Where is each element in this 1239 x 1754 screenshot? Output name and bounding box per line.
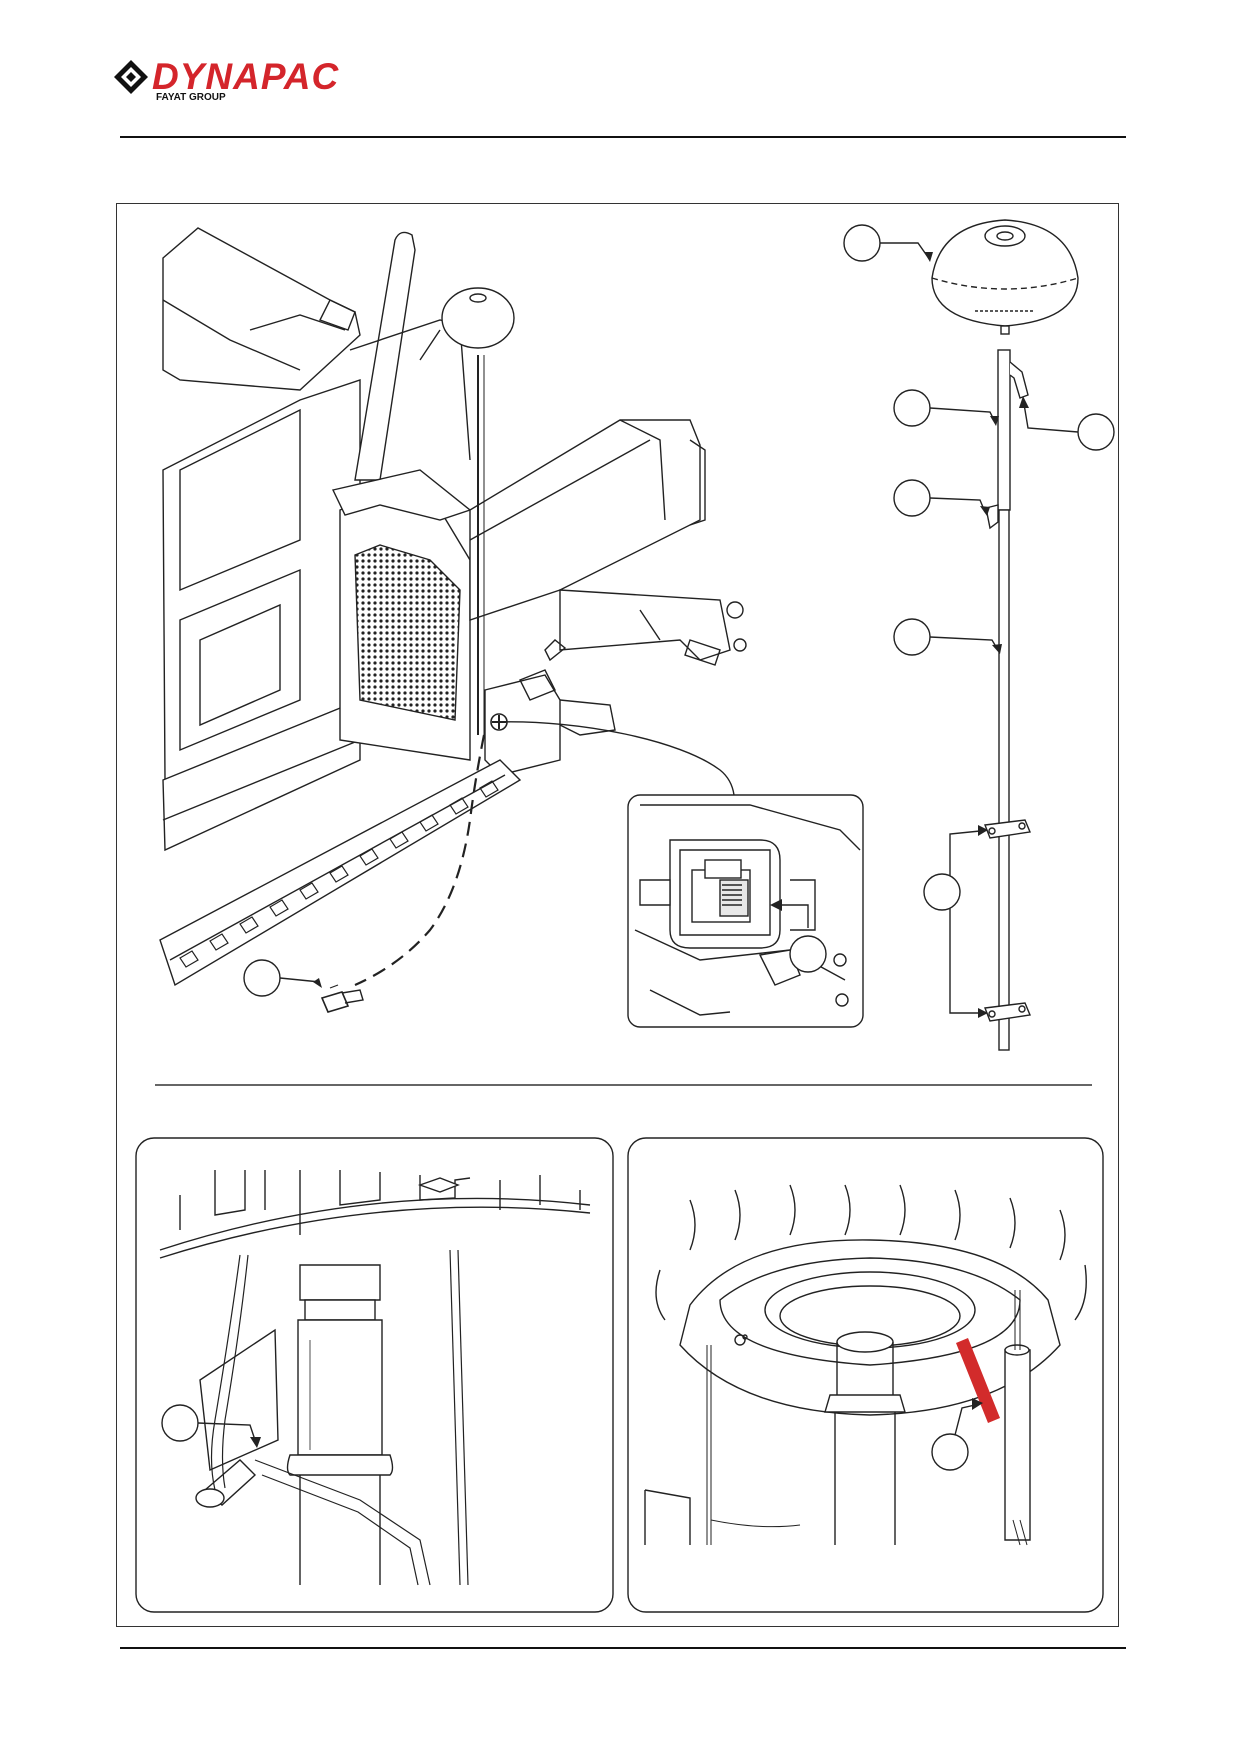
paver-machine	[159, 227, 747, 1013]
brand-logo: DYNAPAC FAYAT GROUP	[112, 56, 412, 106]
dynapac-diamond-icon	[114, 60, 148, 94]
antenna-mount-detail	[627, 1137, 1104, 1613]
footer-rule	[120, 1647, 1126, 1649]
pole-callouts	[843, 224, 1115, 1018]
brand-group: FAYAT GROUP	[156, 92, 226, 103]
callout-cable-guide	[161, 1404, 261, 1448]
callout-socket	[789, 935, 827, 973]
callout-strap	[931, 1398, 983, 1471]
cable-routing-detail	[135, 1137, 614, 1613]
header-rule	[120, 136, 1126, 138]
highlighted-strap	[956, 1338, 1000, 1423]
figure-frame	[116, 203, 1119, 1627]
callout-connector	[243, 959, 322, 997]
socket-detail-inset	[627, 794, 864, 1028]
antenna-pole-assembly	[931, 219, 1079, 1051]
brand-name: DYNAPAC	[152, 56, 340, 97]
